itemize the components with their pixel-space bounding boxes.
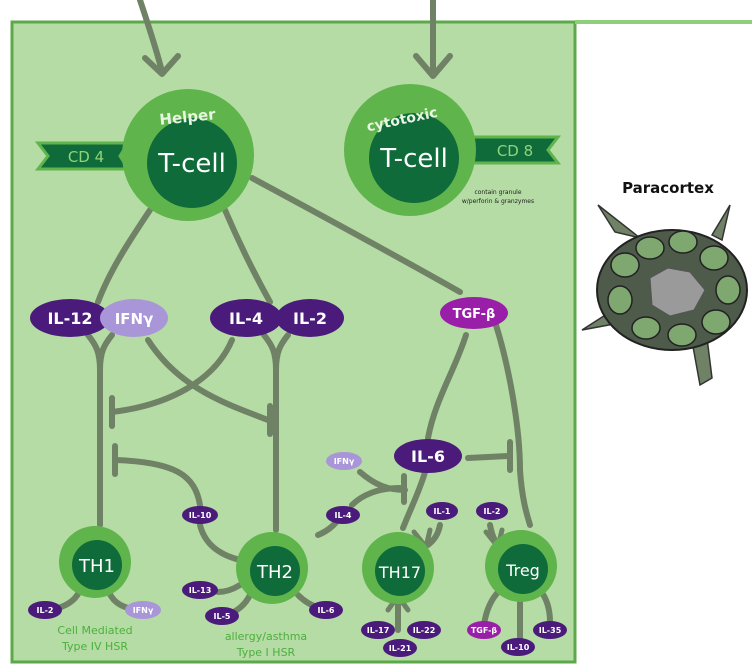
helper-cell-name: T-cell	[157, 149, 226, 179]
th17-label: TH17	[378, 563, 421, 582]
line-il6-inhibit-treg	[468, 456, 508, 458]
cytotoxic-note-line1: contain granule	[474, 189, 521, 196]
cytotoxic-cell-name: T-cell	[379, 144, 448, 174]
treg-label: Treg	[505, 561, 540, 580]
il6-label: IL-6	[411, 447, 445, 466]
th2-il13-label: IL-13	[189, 586, 212, 595]
cytokine-il2-top: IL-2	[276, 299, 344, 337]
cytokine-il10-mid: IL-10	[182, 506, 218, 524]
lymph-node-vessel-top-right	[712, 205, 730, 240]
cytokine-treg-tgfb: TGF-β	[467, 621, 501, 639]
th1-label: TH1	[78, 556, 115, 577]
th2-caption-line1: allergy/asthma	[225, 630, 307, 643]
helper-t-cell: Helper T-cell	[122, 89, 254, 221]
cytokine-treg-il35: IL-35	[533, 621, 567, 639]
cytokine-treg-il10: IL-10	[501, 638, 535, 656]
cytokine-th17-il22: IL-22	[407, 621, 441, 639]
treg-cell: Treg	[485, 530, 557, 602]
il4-mid-label: IL-4	[335, 511, 352, 520]
cytokine-il1: IL-1	[426, 502, 458, 520]
ifng-top-label: IFNγ	[115, 310, 154, 328]
cytokine-th2-il5: IL-5	[205, 607, 239, 625]
lymph-node-illustration: Paracortex	[582, 179, 747, 385]
il1-label: IL-1	[434, 507, 451, 516]
th2-il5-label: IL-5	[214, 612, 231, 621]
cytokine-il4-mid: IL-4	[326, 506, 360, 524]
cytotoxic-note-line2: w/perforin & granzymes	[462, 198, 534, 205]
th2-label: TH2	[256, 562, 293, 583]
th1-caption-line2: Type IV HSR	[61, 640, 128, 653]
treg-il10-label: IL-10	[507, 643, 530, 652]
cytokine-il6: IL-6	[394, 439, 462, 473]
cytokine-th1-il2: IL-2	[28, 601, 62, 619]
cytokine-th1-ifng: IFNγ	[125, 601, 161, 619]
th2-caption-line2: Type I HSR	[236, 646, 296, 659]
th1-ifng-label: IFNγ	[133, 606, 154, 615]
cd4-label: CD 4	[68, 148, 104, 166]
treg-tgfb-label: TGF-β	[471, 626, 498, 635]
cytokine-th2-il13: IL-13	[182, 581, 218, 599]
cytokine-ifng-top: IFNγ	[100, 299, 168, 337]
th17-il21-label: IL-21	[389, 644, 412, 653]
il12-label: IL-12	[47, 309, 92, 328]
cytokine-ifng-small: IFNγ	[326, 452, 362, 470]
cytokine-th17-il21: IL-21	[383, 639, 417, 657]
cd8-label: CD 8	[497, 142, 533, 160]
cd8-ribbon: CD 8	[472, 137, 558, 163]
il2-mid-label: IL-2	[484, 507, 501, 516]
il2-top-label: IL-2	[293, 309, 327, 328]
cytotoxic-t-cell: cytotoxic T-cell	[344, 84, 476, 216]
cytokine-il2-mid: IL-2	[476, 502, 508, 520]
lymph-node-vessel-top-left	[598, 205, 640, 238]
ifng-small-label: IFNγ	[334, 457, 355, 466]
cytokine-il4-top: IL-4	[210, 299, 282, 337]
th2-cell: TH2	[236, 532, 308, 604]
tgfb-top-label: TGF-β	[453, 307, 496, 322]
il10-mid-label: IL-10	[189, 511, 212, 520]
cytokine-tgfb-top: TGF-β	[440, 297, 508, 329]
th17-il17-label: IL-17	[367, 626, 390, 635]
th2-il6-label: IL-6	[318, 606, 335, 615]
th1-cell: TH1	[59, 526, 131, 598]
treg-il35-label: IL-35	[539, 626, 562, 635]
th17-cell: TH17	[362, 532, 434, 604]
cd4-ribbon: CD 4	[38, 143, 128, 169]
th1-caption-line1: Cell Mediated	[57, 624, 132, 637]
th1-il2-label: IL-2	[37, 606, 54, 615]
cytokine-th2-il6: IL-6	[309, 601, 343, 619]
il4-top-label: IL-4	[229, 309, 263, 328]
paracortex-label: Paracortex	[622, 179, 714, 197]
cytokine-th17-il17: IL-17	[361, 621, 395, 639]
th17-il22-label: IL-22	[413, 626, 436, 635]
cytokine-il12: IL-12	[30, 299, 110, 337]
